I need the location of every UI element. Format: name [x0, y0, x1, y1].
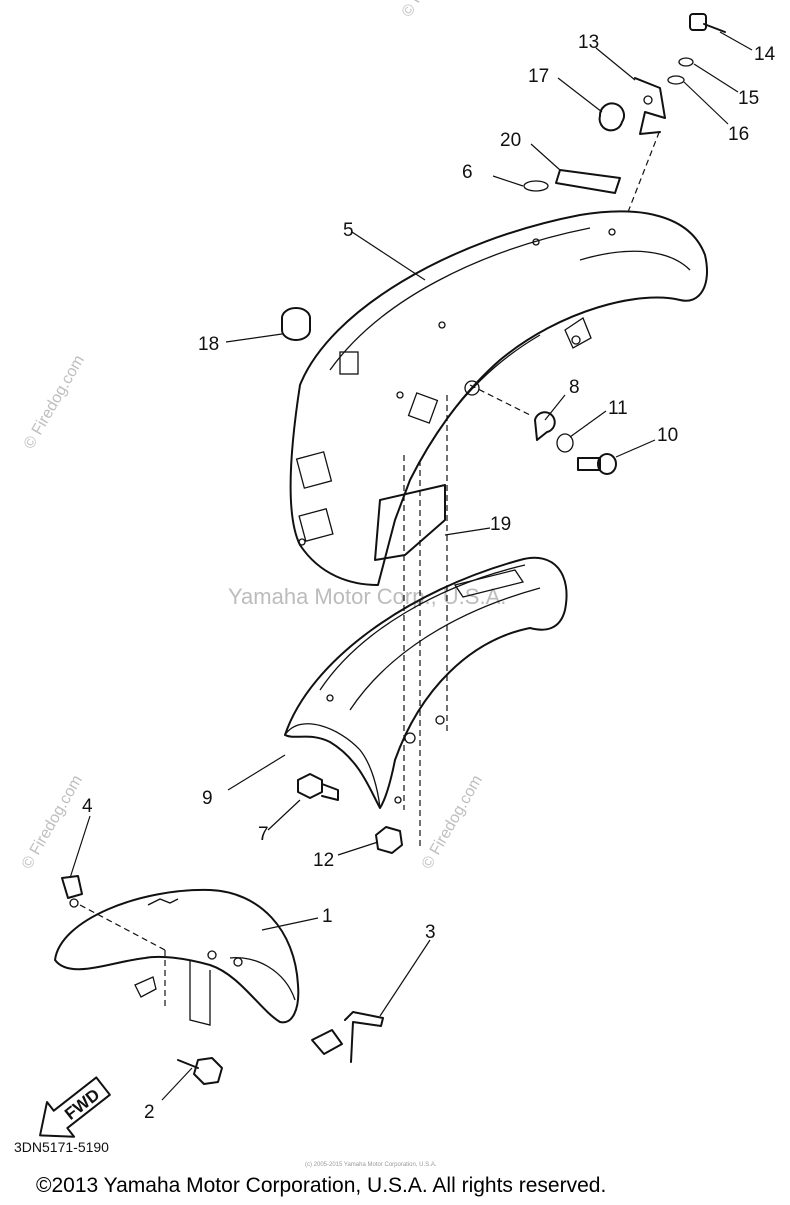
washer-6	[523, 180, 549, 192]
assembly-lines	[79, 129, 661, 1010]
rear-fender	[289, 210, 708, 586]
callout-4: 4	[82, 796, 93, 817]
bolt-7	[297, 773, 339, 801]
inner-fender	[284, 556, 568, 809]
callout-16: 16	[728, 124, 749, 145]
leader-lines	[69, 31, 753, 1101]
plate-20	[555, 169, 621, 194]
bolt-14	[689, 13, 726, 33]
callout-1: 1	[322, 906, 333, 927]
callout-6: 6	[462, 162, 473, 183]
bracket-4	[61, 875, 83, 908]
callout-9: 9	[202, 788, 213, 809]
callout-13: 13	[578, 32, 599, 53]
callout-8: 8	[569, 377, 580, 398]
callout-14: 14	[754, 44, 776, 65]
bracket-13	[634, 77, 666, 135]
callout-5: 5	[343, 220, 354, 241]
bolt-2	[177, 1057, 223, 1085]
callout-17: 17	[528, 66, 549, 87]
front-fender	[54, 888, 300, 1026]
callout-12: 12	[313, 850, 334, 871]
callout-11: 11	[608, 398, 628, 419]
cable-guide-3	[311, 1011, 384, 1063]
bolt-10	[577, 453, 617, 475]
washer-16	[667, 75, 685, 85]
watermark-firedog-mid-right: © Firedog.com	[419, 772, 486, 872]
watermark-firedog-mid-left: © Firedog.com	[19, 772, 86, 872]
callouts: 1 2 3 4 5 6 7 8 9 10 11 12 13 14 15 16 1…	[82, 32, 776, 1123]
callout-19: 19	[490, 514, 511, 535]
washer-15	[678, 57, 694, 67]
drawing-code: 3DN5171-5190	[14, 1139, 109, 1155]
watermark-yamaha: Yamaha Motor Corp., U.S.A.	[228, 584, 506, 609]
callout-7: 7	[258, 824, 269, 845]
callout-18: 18	[198, 334, 219, 355]
callout-10: 10	[657, 425, 678, 446]
nut-12	[375, 826, 403, 854]
watermark-firedog-left: © Firedog.com	[21, 352, 88, 452]
callout-2: 2	[144, 1102, 155, 1123]
watermark-firedog-top: © Firedog.com	[399, 0, 466, 20]
callout-3: 3	[425, 922, 436, 943]
footer-copyright: ©2013 Yamaha Motor Corporation, U.S.A. A…	[36, 1174, 606, 1197]
grommet-18	[281, 307, 311, 341]
callout-15: 15	[738, 88, 759, 109]
cap-17	[598, 102, 625, 132]
clip-8	[534, 411, 556, 441]
mud-flap	[374, 484, 446, 561]
washer-11	[556, 433, 574, 453]
fwd-label: FWD	[61, 1085, 103, 1124]
callout-20: 20	[500, 130, 521, 151]
watermark-small-copyright: (c) 2005-2015 Yamaha Motor Corporation, …	[305, 1162, 437, 1168]
